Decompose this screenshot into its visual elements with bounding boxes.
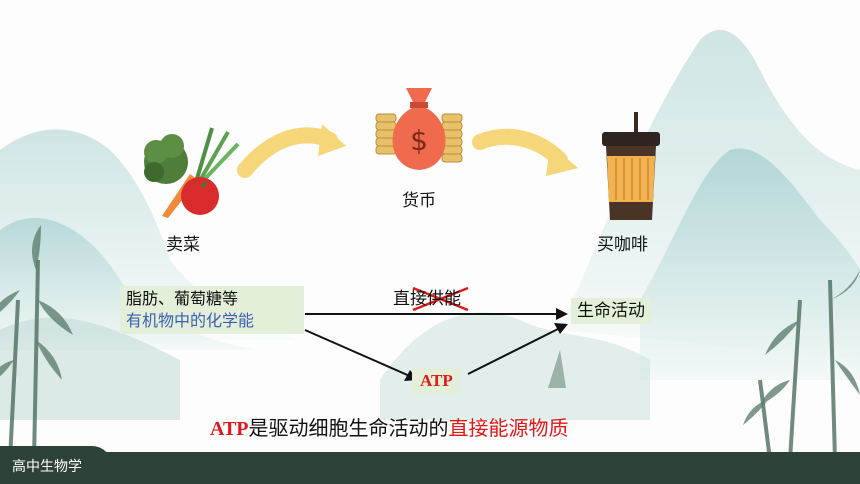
buy-coffee-label: 买咖啡 [597,235,648,255]
conclusion-middle: 是驱动细胞生命活动的 [248,416,449,440]
conclusion-highlight: 直接能源物质 [448,416,569,440]
life-activity-box: 生命活动 [571,298,651,324]
conclusion-atp: ATP [210,418,249,440]
money-bag-icon: $ [375,88,463,170]
footer-tab [0,446,112,484]
footer-tab-label: 高中生物学 [12,459,82,475]
organic-chemical-energy-box: 脂肪、葡萄糖等 有机物中的化学能 [120,286,304,334]
nutrients-label: 脂肪、葡萄糖等 [126,289,239,308]
life-activity-label: 生命活动 [577,301,645,321]
direct-supply-label: 直接供能 [393,289,461,309]
money-label: 货币 [402,191,436,211]
footer-bar [0,452,860,484]
coffee-cup-icon [602,112,660,220]
vegetables-icon [144,127,240,218]
atp-label: ATP [420,371,453,390]
dollar-sign: $ [410,124,428,157]
sell-vegetables-label: 卖菜 [166,235,200,255]
atp-box: ATP [412,368,461,394]
chemical-energy-label: 有机物中的化学能 [126,311,255,330]
conclusion-sentence: ATP是驱动细胞生命活动的直接能源物质 [210,412,569,441]
